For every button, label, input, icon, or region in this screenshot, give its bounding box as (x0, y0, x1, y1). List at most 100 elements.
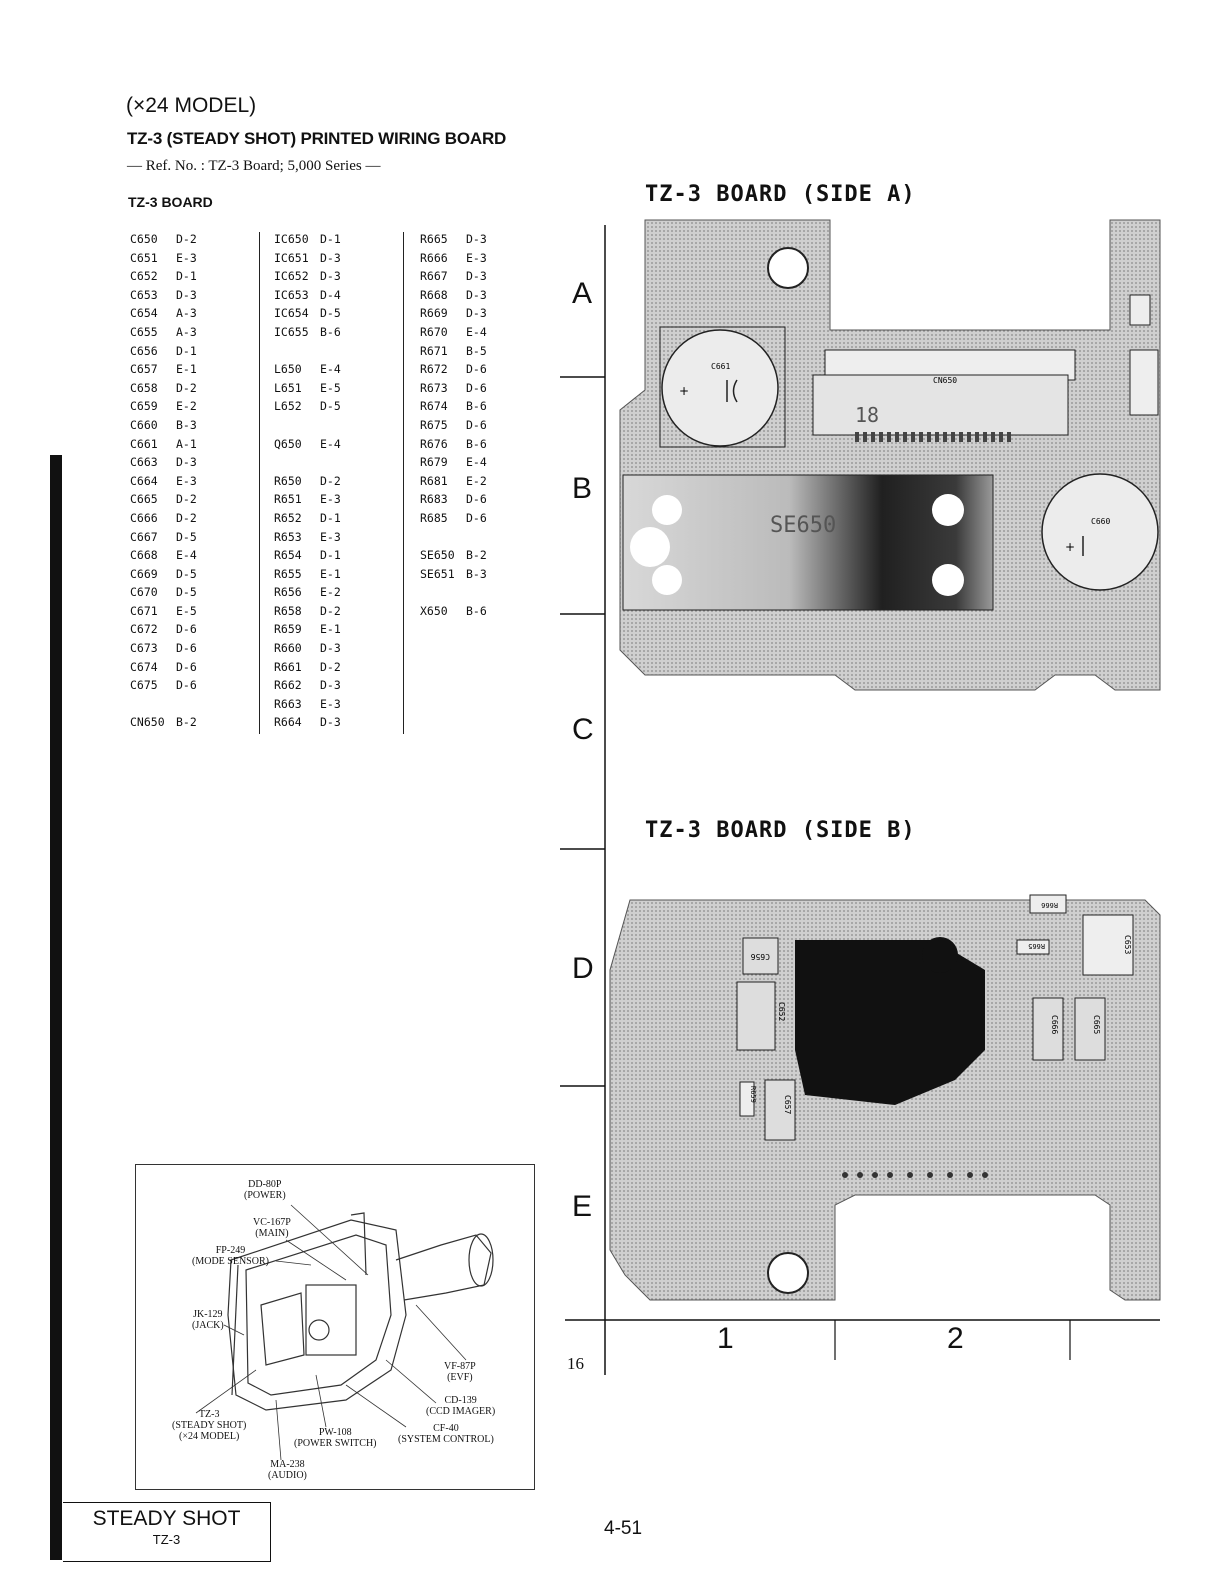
part-location: D-3 (320, 715, 341, 730)
part-ref: C650 (130, 232, 158, 246)
col-label-1: 1 (717, 1322, 734, 1355)
part-ref: C652 (130, 269, 158, 284)
part-location: D-4 (320, 287, 341, 302)
column-divider (259, 232, 260, 734)
ref-number: — Ref. No. : TZ-3 Board; 5,000 Series — (127, 158, 381, 174)
part-ref: R673 (420, 380, 448, 395)
part-ref: CN650 (130, 715, 165, 730)
part-location: D-1 (320, 548, 341, 563)
part-location: D-5 (176, 585, 197, 600)
row-label-c: C (572, 713, 594, 746)
part-location: A-1 (176, 436, 197, 451)
side-b-title: TZ-3 BOARD (SIDE B) (645, 818, 916, 843)
part-location (320, 344, 356, 363)
part-location: D-3 (466, 287, 487, 302)
parts-index-row: C655 A-3 (130, 325, 212, 344)
left-page-number: 16 (567, 1354, 584, 1373)
part-ref: L652 (274, 399, 302, 414)
r666-label: R666 (1041, 901, 1058, 909)
r665-label: R665 (1028, 942, 1045, 950)
part-ref: R679 (420, 455, 448, 470)
part-location: D-3 (466, 269, 487, 284)
parts-index-row (274, 455, 356, 474)
part-location: D-2 (176, 380, 197, 395)
page-title: TZ-3 (STEADY SHOT) PRINTED WIRING BOARD (127, 129, 507, 148)
part-location: B-5 (466, 343, 487, 358)
part-location (176, 697, 212, 716)
row-label-e: E (572, 1190, 593, 1223)
part-ref: C655 (130, 324, 158, 339)
part-ref: R660 (274, 641, 302, 656)
part-ref (420, 585, 466, 604)
part-location: D-1 (320, 510, 341, 525)
part-location: E-3 (320, 529, 341, 544)
part-location: D-6 (466, 510, 487, 525)
part-ref: R656 (274, 585, 302, 600)
part-ref: R652 (274, 510, 302, 525)
parts-index-row (274, 418, 356, 437)
part-location: D-6 (176, 659, 197, 674)
part-location: D-3 (466, 306, 487, 321)
part-location: B-6 (466, 399, 487, 414)
part-location: D-2 (320, 473, 341, 488)
binding-bar (50, 455, 62, 1560)
c657-label: C657 (783, 1095, 792, 1114)
part-location: E-3 (176, 473, 197, 488)
parts-index-row (420, 585, 502, 604)
parts-index-row: R661 D-2 (274, 660, 356, 679)
part-location: D-3 (176, 455, 197, 470)
part-ref (420, 530, 466, 549)
tz-3-label: TZ-3 (STEADY SHOT) (×24 MODEL) (172, 1409, 247, 1442)
part-ref: C669 (130, 566, 158, 581)
part-ref: C653 (130, 287, 158, 302)
c661-label: C661 (711, 362, 730, 371)
part-location: E-5 (176, 603, 197, 618)
c665-label: C665 (1092, 1015, 1101, 1034)
part-ref: R661 (274, 659, 302, 674)
part-location: D-3 (320, 269, 341, 284)
cf-40-label: CF-40 (SYSTEM CONTROL) (398, 1423, 494, 1445)
part-location: D-3 (320, 250, 341, 265)
part-location: D-6 (176, 622, 197, 637)
parts-index-row (130, 697, 212, 716)
jk-129-label: JK-129 (JACK) (192, 1309, 224, 1331)
part-ref: R685 (420, 510, 448, 525)
part-location: D-2 (320, 659, 341, 674)
part-location: A-3 (176, 324, 197, 339)
parts-index-row: R685 D-6 (420, 511, 502, 530)
part-ref: R670 (420, 324, 448, 339)
part-ref: R666 (420, 250, 448, 265)
part-ref: C659 (130, 399, 158, 414)
part-ref: R658 (274, 603, 302, 618)
part-ref: R681 (420, 473, 448, 488)
part-ref: X650 (420, 603, 448, 618)
row-label-a: A (572, 277, 593, 310)
